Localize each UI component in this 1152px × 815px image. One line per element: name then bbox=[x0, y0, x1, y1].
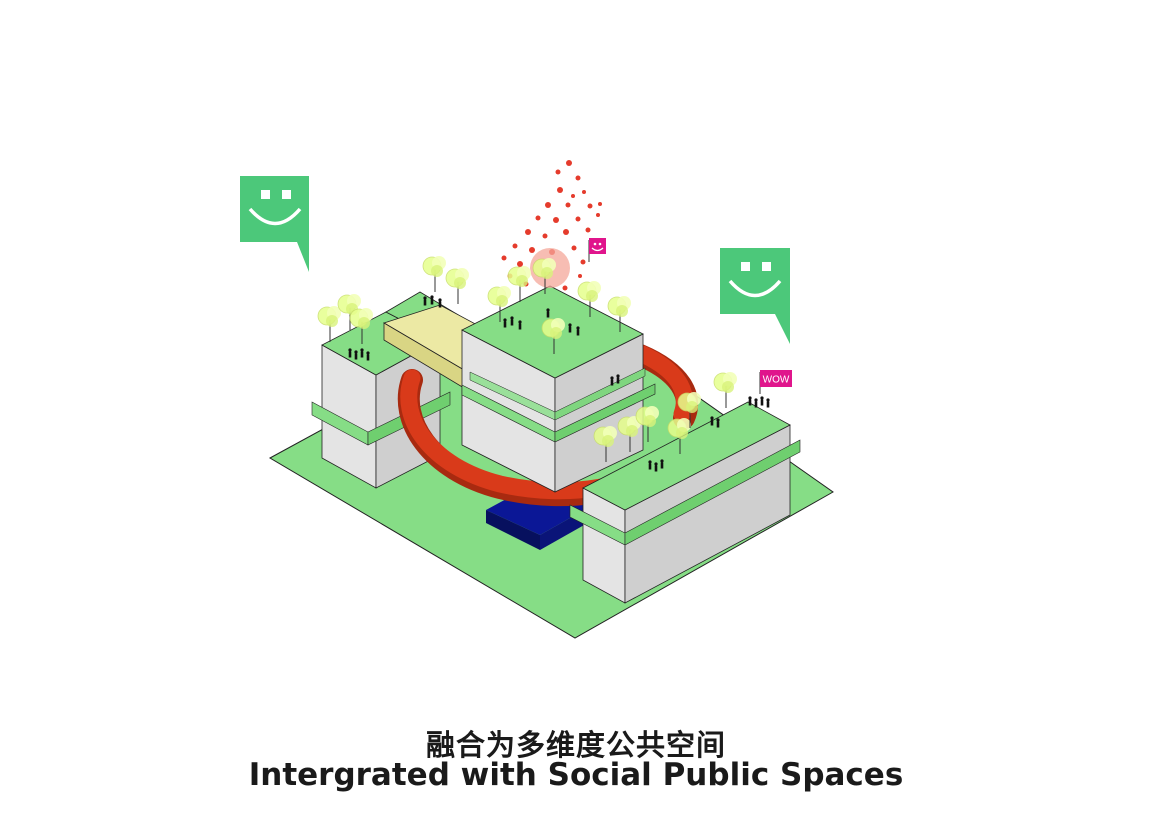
pink-smiley-flag-icon bbox=[588, 238, 606, 262]
smiley-speech-bubble-icon bbox=[240, 176, 309, 272]
wow-flag-icon: WOW bbox=[759, 370, 792, 394]
right-building bbox=[569, 401, 801, 604]
caption-chinese: 融合为多维度公共空间 bbox=[425, 728, 726, 762]
central-tower bbox=[461, 285, 656, 493]
wow-flag-label: WOW bbox=[763, 375, 790, 386]
caption-english: Intergrated with Social Public Spaces bbox=[248, 757, 904, 793]
smiley-speech-bubble-icon bbox=[720, 248, 790, 344]
